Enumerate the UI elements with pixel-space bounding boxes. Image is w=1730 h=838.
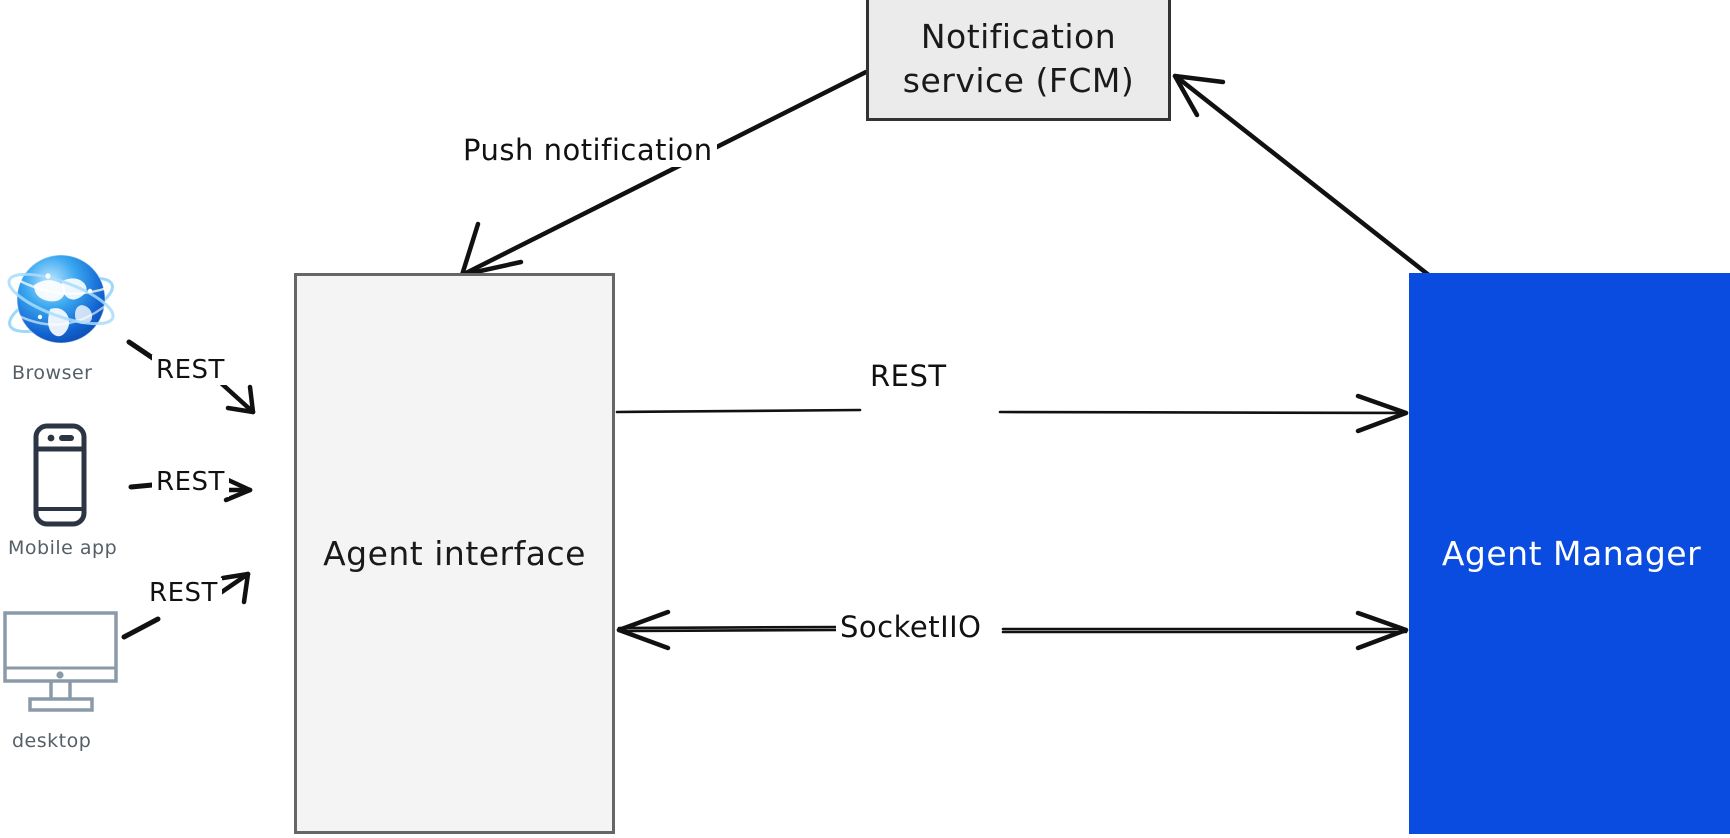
client-label-mobile: Mobile app <box>8 537 118 559</box>
notification-service-label: Notification service (FCM) <box>903 15 1134 102</box>
agent-interface-label: Agent interface <box>323 534 586 573</box>
edge-interface-to-manager <box>615 393 1409 434</box>
edge-manager-to-interface <box>616 609 1409 651</box>
mobile-phone-icon <box>32 422 88 528</box>
notification-service-line1: Notification <box>920 17 1117 57</box>
desktop-monitor-icon <box>2 610 119 720</box>
edge-label-interface-manager-rest: REST <box>866 359 951 393</box>
client-label-browser: Browser <box>12 362 93 384</box>
edge-label-desktop-rest: REST <box>145 578 222 608</box>
notification-service-line2: service (FCM) <box>902 61 1135 100</box>
node-agent-interface[interactable]: Agent interface <box>294 273 615 834</box>
client-label-desktop: desktop <box>12 730 92 752</box>
node-agent-manager[interactable]: Agent Manager <box>1409 273 1730 834</box>
edge-label-browser-rest: REST <box>152 355 229 385</box>
agent-manager-label: Agent Manager <box>1441 534 1702 573</box>
node-notification-service[interactable]: Notification service (FCM) <box>866 0 1171 121</box>
edge-label-push-notification: Push notification <box>459 133 717 167</box>
edge-label-socketio: SocketIIO <box>836 610 986 644</box>
edge-label-mobile-rest: REST <box>152 467 229 497</box>
globe-icon <box>4 243 119 355</box>
edge-fcm-to-interface <box>459 69 869 278</box>
edge-manager-to-fcm <box>1172 73 1433 279</box>
